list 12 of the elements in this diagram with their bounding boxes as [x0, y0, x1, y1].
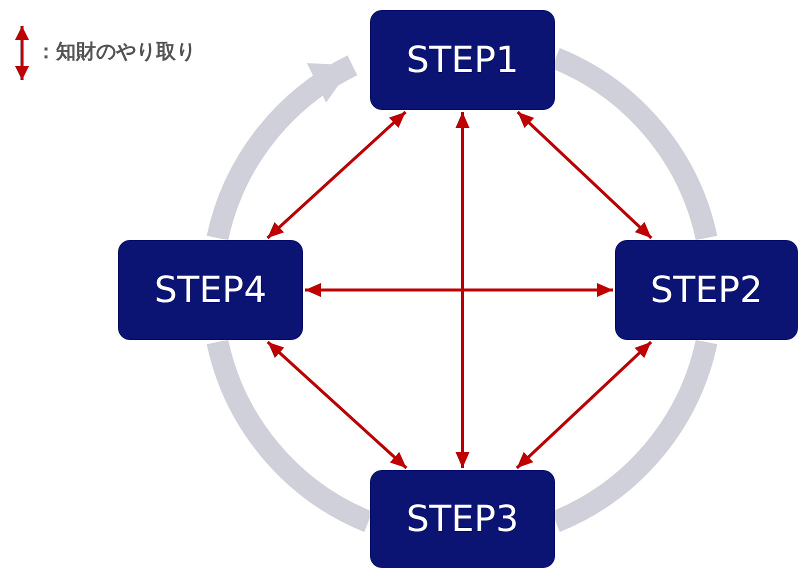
step-box: STEP2 — [615, 240, 798, 340]
double-arrow — [305, 283, 613, 297]
legend-text: ：知財のやり取り — [36, 38, 196, 65]
double-arrow — [456, 112, 470, 468]
double-arrow — [266, 340, 408, 470]
step-box: STEP3 — [370, 470, 555, 568]
step-box: STEP4 — [118, 240, 303, 340]
double-arrow — [266, 110, 407, 240]
step-box: STEP1 — [370, 10, 555, 110]
double-arrow — [516, 110, 652, 240]
cycle-arrow — [206, 56, 358, 241]
double-arrow — [516, 340, 652, 470]
